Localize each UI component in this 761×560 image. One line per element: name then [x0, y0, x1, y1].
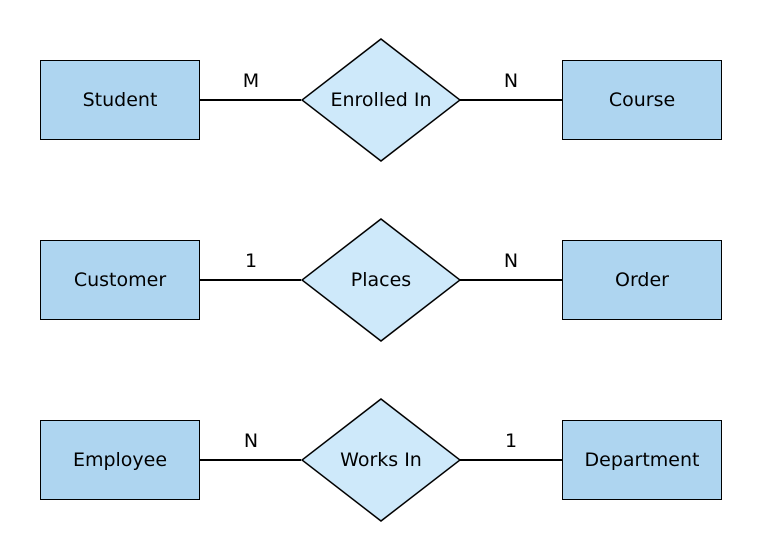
entity-customer-label: Customer — [73, 269, 167, 291]
relationship-enrolled-in-label: Enrolled In — [330, 89, 432, 111]
entity-department: Department — [562, 420, 722, 500]
relationship-row-customer-order: Customer 1 Places N Order — [0, 218, 761, 342]
cardinality-label-customer-side: 1 — [244, 250, 258, 272]
entity-order-label: Order — [615, 269, 669, 291]
diamond-shape — [301, 218, 461, 342]
entity-order: Order — [562, 240, 722, 320]
relationship-row-employee-department: Employee N Works In 1 Department — [0, 398, 761, 522]
entity-course: Course — [562, 60, 722, 140]
entity-student-label: Student — [82, 89, 158, 111]
cardinality-label-student-side: M — [242, 70, 260, 92]
connector-line-student-enrolledin — [200, 99, 301, 101]
entity-student: Student — [40, 60, 200, 140]
entity-department-label: Department — [584, 449, 700, 471]
relationship-diamond-places — [301, 218, 461, 342]
diamond-shape — [301, 38, 461, 162]
relationship-diamond-enrolled-in — [301, 38, 461, 162]
entity-employee: Employee — [40, 420, 200, 500]
relationship-diamond-works-in — [301, 398, 461, 522]
cardinality-label-employee-side: N — [243, 430, 259, 452]
relationship-row-student-course: Student M Enrolled In N Course — [0, 38, 761, 162]
cardinality-label-department-side: 1 — [504, 430, 518, 452]
cardinality-label-order-side: N — [503, 250, 519, 272]
connector-line-places-order — [460, 279, 562, 281]
entity-customer: Customer — [40, 240, 200, 320]
diamond-shape — [301, 398, 461, 522]
connector-line-worksin-department — [460, 459, 562, 461]
cardinality-label-course-side: N — [503, 70, 519, 92]
connector-line-employee-worksin — [200, 459, 301, 461]
connector-line-enrolledin-course — [460, 99, 562, 101]
entity-employee-label: Employee — [72, 449, 168, 471]
relationship-works-in-label: Works In — [340, 449, 422, 471]
connector-line-customer-places — [200, 279, 301, 281]
entity-course-label: Course — [608, 89, 676, 111]
relationship-places-label: Places — [350, 269, 412, 291]
